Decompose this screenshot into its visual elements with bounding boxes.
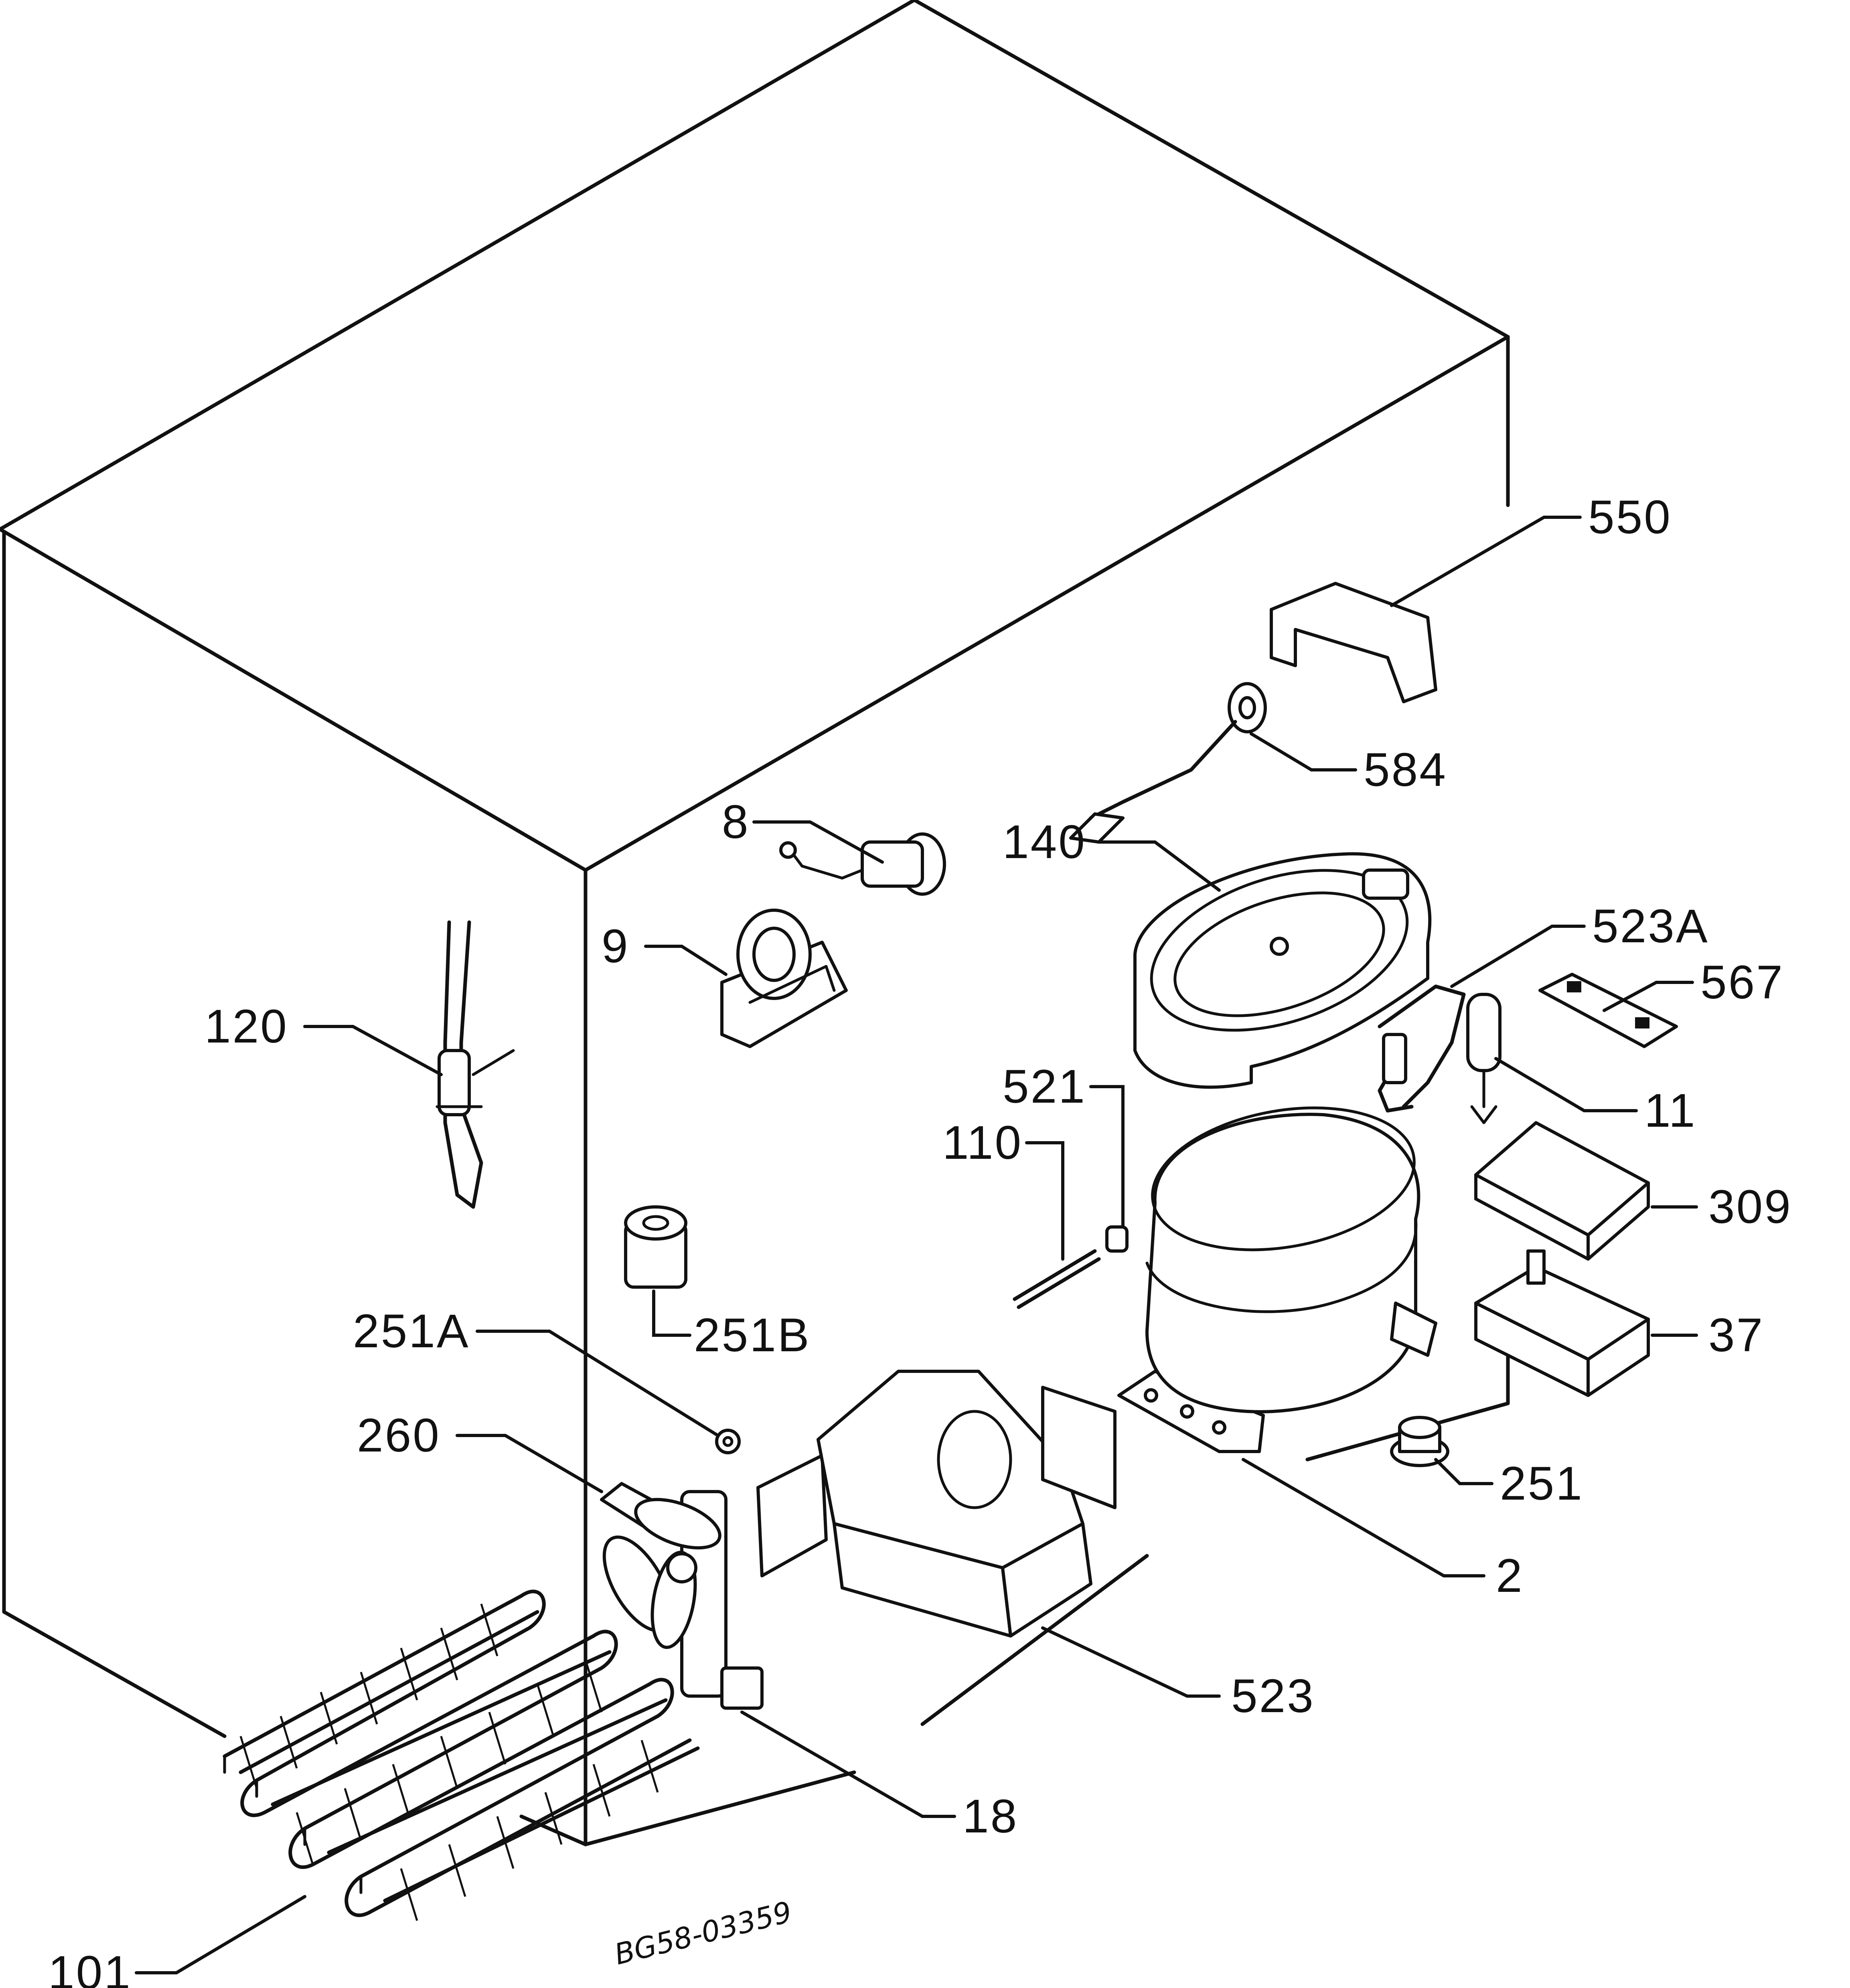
- part-251a-grommet: [715, 1429, 741, 1454]
- callout-523: 523: [1231, 1670, 1315, 1723]
- callout-584: 584: [1364, 743, 1447, 796]
- part-251-foot: [1390, 1416, 1449, 1467]
- part-251b-damper: [624, 1205, 687, 1289]
- part-120-thermostat: [436, 920, 515, 1209]
- cabinet-outline: [0, 0, 1510, 1846]
- part-584-sensor: [1069, 682, 1267, 844]
- part-9-clip: [720, 909, 848, 1048]
- part-8-relay: [779, 832, 946, 896]
- part-521-grommet: [1105, 1225, 1129, 1253]
- drawing-code: BG58-03359: [611, 1895, 795, 1972]
- part-523a-bracket: [1378, 984, 1466, 1113]
- part-37-box: [1474, 1249, 1650, 1397]
- part-550-bracket: [1270, 582, 1437, 703]
- callout-567: 567: [1700, 956, 1784, 1009]
- callout-101: 101: [48, 1946, 132, 1988]
- part-110-tube: [1013, 1249, 1101, 1309]
- part-101-condenser: [223, 1589, 700, 1921]
- part-309-cover: [1474, 1121, 1650, 1261]
- part-140-cover: [1133, 852, 1432, 1089]
- callout-37: 37: [1708, 1309, 1764, 1362]
- part-11-component: [1466, 993, 1501, 1124]
- callout-2: 2: [1496, 1549, 1524, 1602]
- callout-18: 18: [962, 1790, 1018, 1843]
- callout-523a: 523A: [1592, 900, 1709, 953]
- part-523-shroud: [756, 1370, 1116, 1638]
- callout-120: 120: [205, 1000, 288, 1053]
- callout-251: 251: [1500, 1457, 1584, 1510]
- callout-11: 11: [1644, 1084, 1697, 1137]
- part-18-fan: [602, 1490, 764, 1710]
- callout-8: 8: [722, 796, 750, 848]
- leader-lines: [135, 516, 1698, 1974]
- part-567-plate: [1538, 973, 1678, 1048]
- callout-9: 9: [602, 920, 630, 973]
- part-2-compressor: [1117, 1106, 1437, 1453]
- callout-110: 110: [942, 1116, 1023, 1169]
- callout-140: 140: [1003, 816, 1086, 868]
- callout-550: 550: [1588, 491, 1672, 544]
- callout-251a: 251A: [353, 1305, 470, 1358]
- callout-251b: 251B: [694, 1309, 811, 1362]
- callout-260: 260: [357, 1409, 441, 1462]
- callout-309: 309: [1708, 1180, 1792, 1233]
- callout-labels: 550 584 8 140 9 523A 567 120 521 11 110 …: [48, 491, 1792, 1988]
- callout-521: 521: [1003, 1060, 1086, 1113]
